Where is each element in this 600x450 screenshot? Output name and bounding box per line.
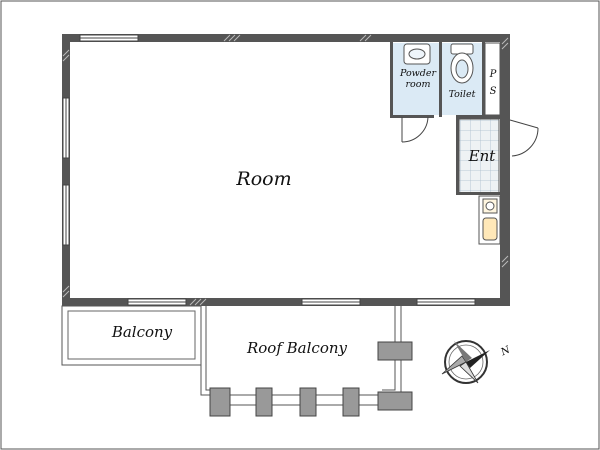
roof-balcony-label: Roof Balcony	[246, 339, 348, 357]
entrance-label: Ent	[468, 147, 497, 165]
railing-posts	[209, 341, 413, 417]
windows	[62, 34, 476, 306]
balcony	[61, 305, 202, 366]
ps-label-s: S	[490, 86, 497, 97]
doors	[401, 116, 539, 157]
exterior-walls	[62, 34, 510, 306]
powder-room-label-2: room	[406, 79, 431, 90]
room-label: Room	[235, 168, 291, 190]
balcony-label: Balcony	[111, 323, 173, 341]
toilet-label: Toilet	[449, 89, 476, 100]
sink-fixture	[403, 43, 431, 65]
compass-icon	[441, 340, 490, 384]
compass-north-label: N	[498, 344, 513, 359]
ps-label-p: P	[489, 69, 497, 80]
powder-room-label: Powder	[399, 68, 438, 79]
kitchenette	[478, 195, 501, 245]
wall-hatch-marks	[62, 34, 509, 306]
interior-walls	[390, 42, 500, 195]
toilet-fixture	[450, 43, 474, 84]
roof-balcony-railing	[200, 306, 402, 406]
